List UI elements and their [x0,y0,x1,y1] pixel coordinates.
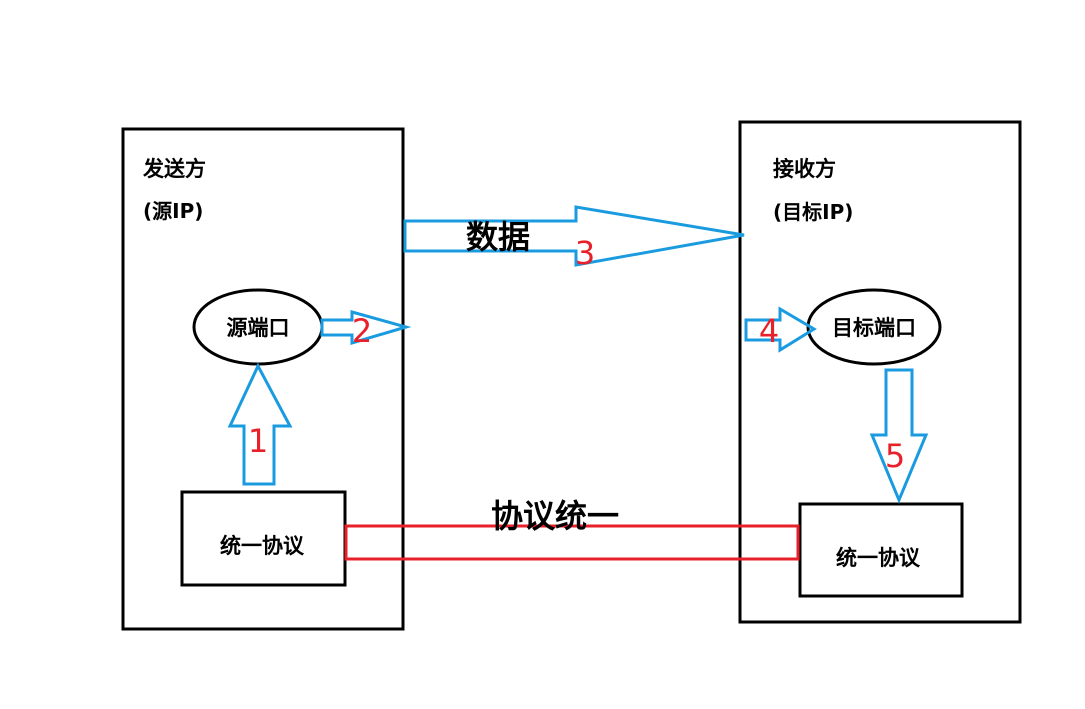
receiver-subtitle: (目标IP) [773,200,853,224]
receiver-box [738,120,1022,624]
sender-protocol-label: 统一协议 [220,534,305,558]
protocol-link-bar [344,524,800,561]
step-number-4: 4 [759,312,779,350]
receiver-protocol-label: 统一协议 [836,546,921,570]
data-label: 数据 [466,218,530,256]
arrow-step-2 [320,310,412,346]
sender-box [121,127,405,631]
source-port-label: 源端口 [227,316,290,340]
arrow-step-3-data [403,205,745,267]
target-port-label: 目标端口 [832,316,916,340]
step-number-3: 3 [575,234,595,272]
step-number-2: 2 [352,312,372,350]
receiver-protocol-box [798,502,964,598]
arrow-step-4 [744,306,817,353]
receiver-title: 接收方 [773,157,836,181]
arrow-step-5 [869,368,929,504]
sender-subtitle: (源IP) [143,199,203,223]
step-number-1: 1 [248,422,268,460]
sender-title: 发送方 [142,157,206,181]
protocol-link-label: 协议统一 [491,497,619,535]
arrow-step-1 [227,362,293,486]
step-number-5: 5 [885,437,905,475]
